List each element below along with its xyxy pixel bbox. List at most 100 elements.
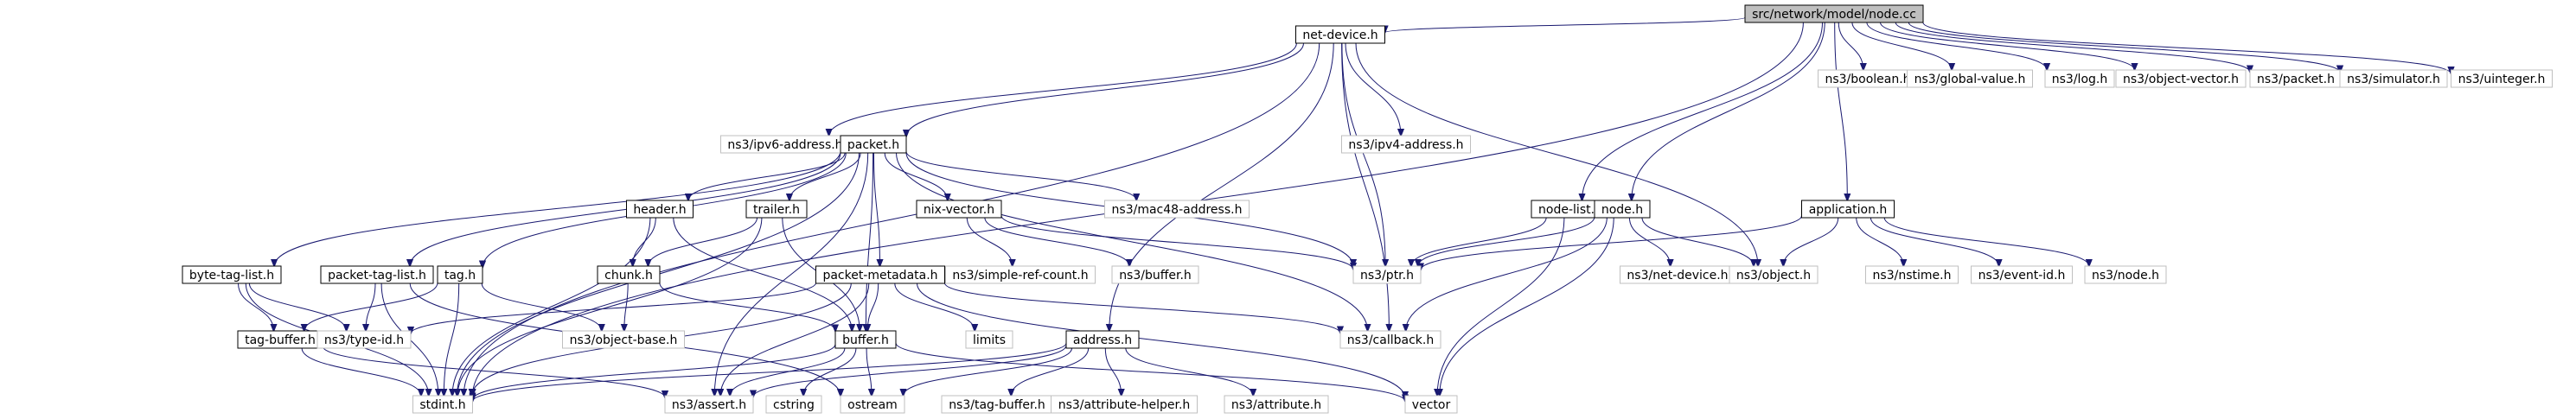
node-box [562, 330, 685, 349]
node-box [664, 395, 754, 414]
node-label: ns3/assert.h [672, 398, 746, 412]
graph-node-packetmetadata[interactable]: packet-metadata.h [815, 265, 945, 284]
graph-node-nodelist[interactable]: node-list.h [1531, 200, 1610, 219]
edge-application-to-eventid [1870, 217, 1998, 266]
node-label: address.h [1073, 333, 1132, 347]
node-label: ns3/ptr.h [1360, 269, 1414, 283]
graph-node-uinteger: ns3/uinteger.h [2451, 69, 2553, 88]
graph-node-log: ns3/log.h [2044, 69, 2115, 88]
node-box [1065, 330, 1140, 349]
graph-node-nixvector[interactable]: nix-vector.h [916, 200, 1002, 219]
node-label: tag.h [444, 269, 476, 283]
edge-netdevice-to-callback [1341, 42, 1390, 331]
graph-node-nodecc[interactable]: src/network/model/node.cc [1744, 4, 1924, 23]
node-box [1341, 135, 1471, 154]
edge-nodeh-to-object [1641, 217, 1754, 266]
graph-node-stdint: stdint.h [412, 395, 473, 414]
node-box [2044, 69, 2115, 88]
edge-header-to-buffer [673, 217, 852, 331]
graph-node-netdevice2: ns3/net-device.h [1620, 265, 1735, 284]
edge-nixvector-to-ptr [1000, 215, 1353, 270]
edge-packet-to-bytetaglist [274, 150, 841, 266]
edge-nodeh-to-vector [1440, 217, 1614, 396]
graph-node-bytetaglist[interactable]: byte-tag-list.h [182, 265, 282, 284]
edge-nodecc-to-ns3packet [1895, 22, 2250, 73]
graph-node-buffer[interactable]: buffer.h [834, 330, 897, 349]
node-box [437, 265, 483, 284]
edge-tag-to-stdint [444, 283, 460, 396]
node-label: src/network/model/node.cc [1752, 8, 1916, 22]
graph-node-callback: ns3/callback.h [1339, 330, 1441, 349]
edge-netdevice-to-object [1355, 42, 1758, 266]
edge-address-to-ostream [904, 347, 1072, 396]
graph-node-globalvalue: ns3/global-value.h [1907, 69, 2033, 88]
node-label: ns3/buffer.h [1119, 269, 1192, 283]
graph-node-nodeh[interactable]: node.h [1594, 200, 1651, 219]
node-box [1971, 265, 2073, 284]
node-label: application.h [1809, 203, 1888, 217]
node-label: ns3/log.h [2052, 73, 2107, 86]
edge-address-to-assert [753, 345, 1067, 397]
node-label: ns3/object.h [1736, 269, 1811, 283]
graph-node-netdevice[interactable]: net-device.h [1295, 25, 1385, 44]
edge-packet-to-trailer [789, 152, 861, 200]
graph-node-packet[interactable]: packet.h [840, 135, 907, 154]
edge-address-to-attribute [1125, 347, 1253, 396]
node-label: ns3/tag-buffer.h [949, 398, 1045, 412]
graph-node-chunk[interactable]: chunk.h [597, 265, 661, 284]
node-label: ns3/boolean.h [1825, 73, 1910, 86]
graph-node-nstime: ns3/nstime.h [1865, 265, 1959, 284]
node-label: byte-tag-list.h [189, 269, 274, 283]
graph-node-tagbuffer2: ns3/tag-buffer.h [941, 395, 1053, 414]
edge-application-to-nstime [1856, 217, 1904, 266]
graph-node-trailer[interactable]: trailer.h [745, 200, 808, 219]
edge-netdevice-to-ipv4 [1345, 42, 1401, 136]
edge-packet-to-buffer [866, 152, 874, 331]
graph-node-objectbase: ns3/object-base.h [562, 330, 685, 349]
node-label: ns3/uinteger.h [2458, 73, 2546, 86]
node-label: ns3/ipv6-address.h [727, 138, 842, 152]
edge-packet-to-packetmetadata [873, 152, 880, 266]
graph-node-application[interactable]: application.h [1801, 200, 1895, 219]
node-box [2339, 69, 2448, 88]
edge-tag-to-objectbase [481, 283, 602, 331]
edge-nodecc-to-simulator [1908, 22, 2340, 73]
node-box [1801, 200, 1895, 219]
graph-node-eventid: ns3/event-id.h [1971, 265, 2073, 284]
node-label: stdint.h [419, 398, 465, 412]
node-label: ns3/simulator.h [2347, 73, 2440, 86]
edge-application-to-ns3node [1883, 217, 2089, 266]
node-label: node-list.h [1538, 203, 1602, 217]
edge-buffer-to-assert [730, 347, 846, 396]
edge-bytetaglist-to-tagbuffer [238, 283, 274, 331]
edge-header-to-stdint [452, 217, 651, 396]
graph-node-header[interactable]: header.h [626, 200, 694, 219]
graph-node-objectvector: ns3/object-vector.h [2115, 69, 2247, 88]
graph-node-tagbuffer[interactable]: tag-buffer.h [237, 330, 323, 349]
node-label: ns3/ipv4-address.h [1348, 138, 1463, 152]
edge-packetmetadata-to-typeid [411, 283, 816, 333]
node-box [626, 200, 694, 219]
edge-packet-to-header [688, 152, 846, 200]
node-label: node.h [1601, 203, 1643, 217]
edge-packet-to-callback [896, 152, 1368, 331]
node-box [2451, 69, 2553, 88]
node-label: tag-buffer.h [245, 333, 316, 347]
edge-nodelist-to-vector [1437, 217, 1565, 396]
edge-application-to-ptr [1421, 215, 1802, 270]
graph-node-cstring: cstring [765, 395, 822, 414]
graph-node-packettaglist[interactable]: packet-tag-list.h [320, 265, 434, 284]
edge-bytetaglist-to-typeid [248, 283, 346, 331]
graph-node-ipv6: ns3/ipv6-address.h [720, 135, 850, 154]
node-box [320, 265, 434, 284]
node-box [945, 265, 1096, 284]
node-box [182, 265, 282, 284]
edge-nodeh-to-callback [1406, 217, 1608, 331]
node-label: limits [973, 333, 1006, 347]
graph-node-ostream: ostream [840, 395, 905, 414]
graph-node-tag[interactable]: tag.h [437, 265, 483, 284]
graph-node-address[interactable]: address.h [1065, 330, 1140, 349]
graph-node-ptr: ns3/ptr.h [1352, 265, 1422, 284]
graph-node-ipv4: ns3/ipv4-address.h [1341, 135, 1471, 154]
edge-nixvector-to-simplerefcount [966, 217, 1012, 266]
